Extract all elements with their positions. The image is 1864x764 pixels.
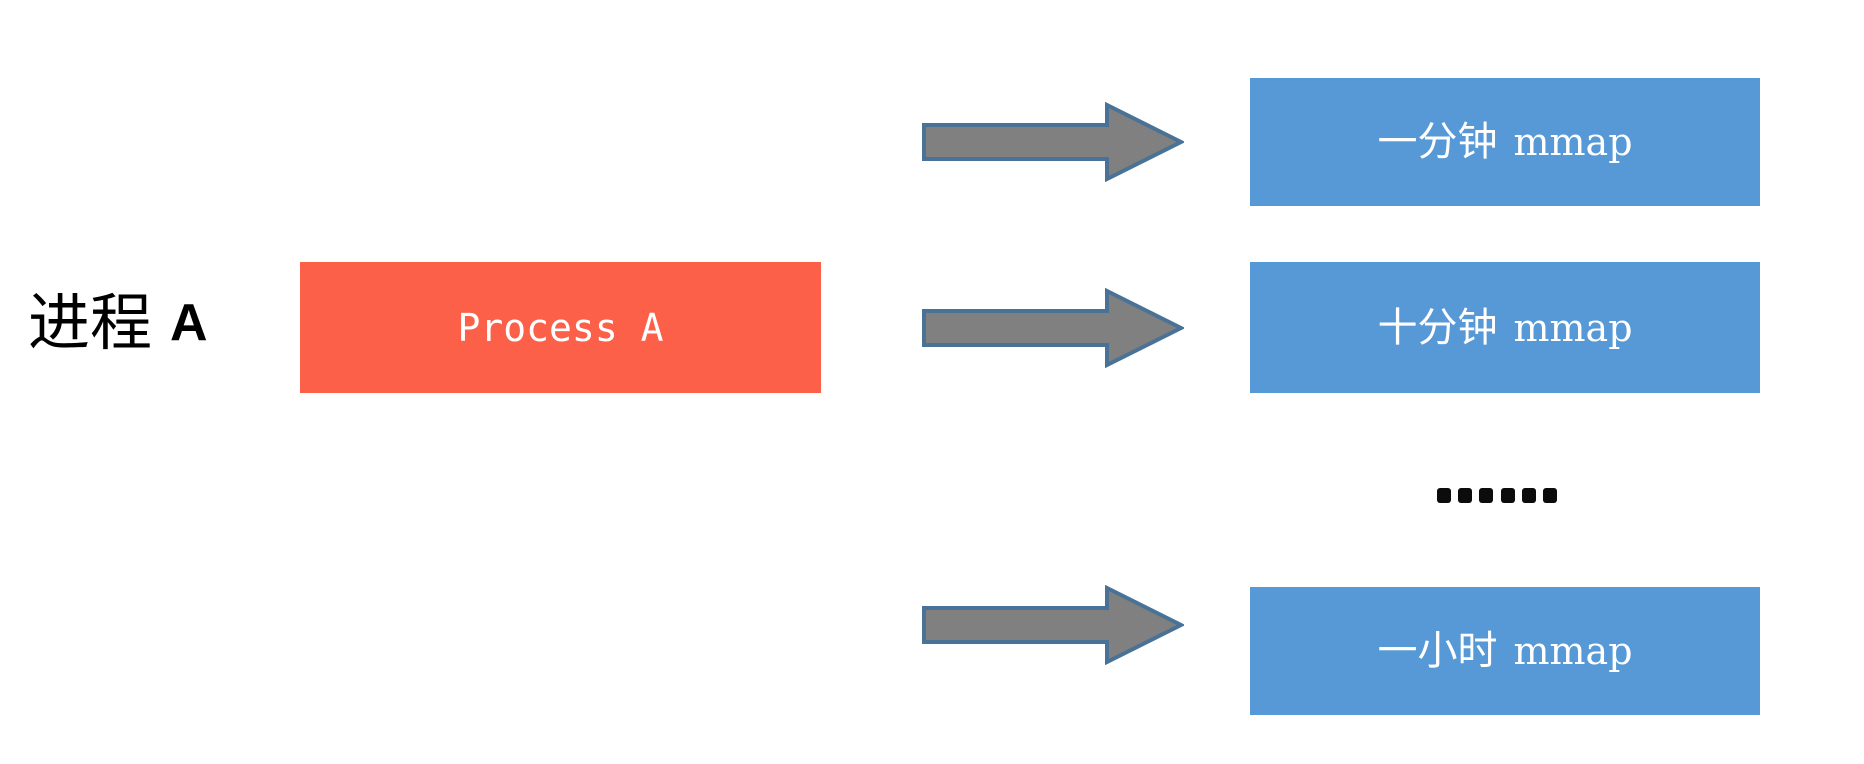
process-a-box[interactable]: Process A — [300, 262, 821, 393]
mmap-box-2-text: 十分钟 mmap — [1377, 308, 1632, 348]
ellipsis-dot — [1458, 487, 1473, 503]
ellipsis-dot — [1542, 487, 1557, 503]
ellipsis-dot — [1521, 487, 1536, 503]
process-label-cjk: 进程 — [28, 286, 153, 359]
mmap-box-1-cjk: 一分钟 — [1377, 119, 1498, 165]
mmap-box-1[interactable]: 一分钟 mmap — [1250, 78, 1760, 206]
mmap-box-3[interactable]: 一小时 mmap — [1250, 587, 1760, 715]
mmap-box-2-latin: mmap — [1513, 305, 1633, 350]
mmap-box-2[interactable]: 十分钟 mmap — [1250, 262, 1760, 393]
ellipsis-indicator — [1437, 470, 1557, 520]
arrow-to-mmap-2-icon — [922, 287, 1186, 369]
mmap-box-2-cjk: 十分钟 — [1377, 304, 1498, 351]
mmap-box-1-text: 一分钟 mmap — [1377, 122, 1632, 162]
ellipsis-dot — [1437, 487, 1451, 503]
process-label-latin: A — [170, 294, 208, 352]
arrow-to-mmap-1-icon — [922, 101, 1186, 183]
mmap-box-1-latin: mmap — [1513, 120, 1633, 164]
arrow-to-mmap-3-icon — [922, 584, 1186, 666]
process-a-box-label: Process A — [457, 305, 664, 350]
process-label: 进程 A — [28, 283, 258, 363]
ellipsis-dot — [1500, 487, 1515, 503]
mmap-box-3-latin: mmap — [1513, 629, 1633, 673]
process-a-box-text: Process A — [458, 309, 664, 347]
mmap-box-3-cjk: 一小时 — [1377, 628, 1498, 674]
ellipsis-dot — [1479, 487, 1494, 503]
mmap-box-3-text: 一小时 mmap — [1377, 631, 1632, 671]
